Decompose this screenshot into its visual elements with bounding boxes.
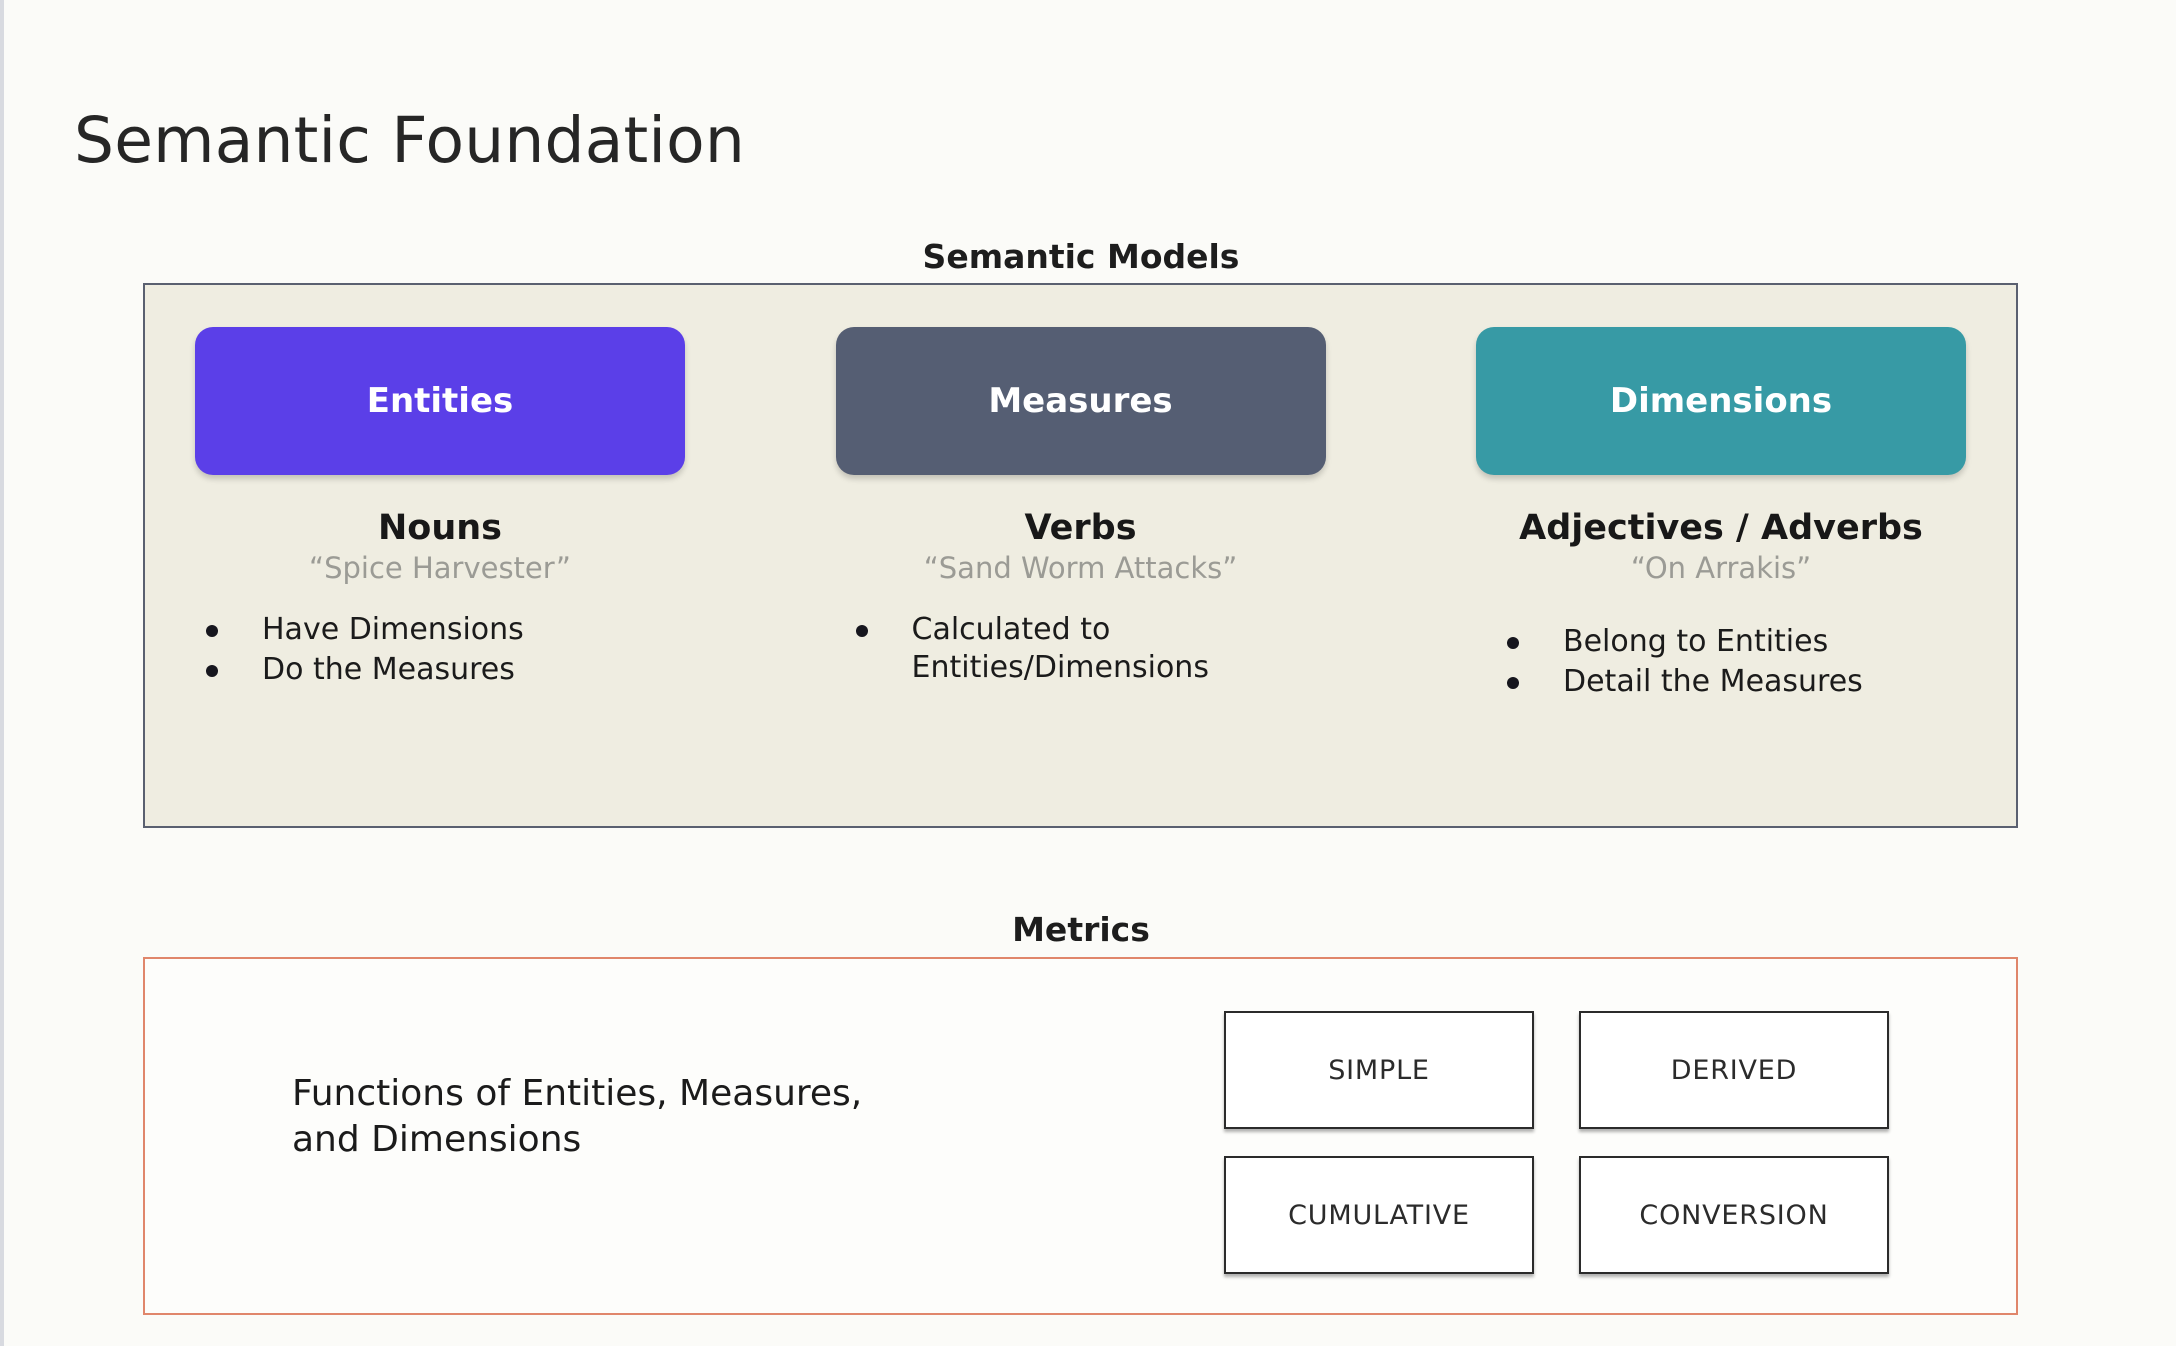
list-item: Belong to Entities bbox=[1507, 623, 1997, 661]
semantic-models-heading: Semantic Models bbox=[922, 237, 1240, 276]
measures-pill[interactable]: Measures bbox=[835, 327, 1326, 475]
list-item-label: Do the Measures bbox=[262, 652, 515, 688]
list-item: Detail the Measures bbox=[1507, 663, 1997, 701]
dimensions-pill[interactable]: Dimensions bbox=[1476, 327, 1966, 475]
bullet-dot-icon bbox=[1507, 677, 1519, 690]
semantic-models-panel: Entities Nouns “Spice Harvester” Have Di… bbox=[143, 283, 2018, 828]
list-item: Calculated to Entities/Dimensions bbox=[855, 611, 1346, 688]
entities-example: “Spice Harvester” bbox=[309, 550, 571, 585]
measures-example: “Sand Worm Attacks” bbox=[923, 550, 1238, 585]
list-item-label: Belong to Entities bbox=[1563, 623, 1829, 659]
semantic-models-columns: Entities Nouns “Spice Harvester” Have Di… bbox=[145, 285, 2016, 826]
list-item-label: Calculated to Entities/Dimensions bbox=[911, 611, 1209, 686]
list-item-label: Detail the Measures bbox=[1563, 664, 1863, 700]
dimensions-part-of-speech: Adjectives / Adverbs bbox=[1519, 508, 1923, 548]
semantic-column-dimensions: Dimensions Adjectives / Adverbs “On Arra… bbox=[1476, 327, 1966, 826]
list-item-label: Have Dimensions bbox=[262, 611, 524, 647]
list-item: Have Dimensions bbox=[206, 611, 696, 649]
bullet-dot-icon bbox=[206, 665, 218, 678]
metrics-heading: Metrics bbox=[1012, 910, 1150, 949]
measures-bullet-list: Calculated to Entities/Dimensions bbox=[816, 611, 1346, 690]
semantic-column-measures: Measures Verbs “Sand Worm Attacks” Calcu… bbox=[835, 327, 1326, 826]
measures-part-of-speech: Verbs bbox=[1024, 508, 1137, 548]
semantic-column-entities: Entities Nouns “Spice Harvester” Have Di… bbox=[195, 327, 685, 826]
metrics-type-grid: SIMPLE DERIVED CUMULATIVE CONVERSION bbox=[1224, 1011, 1889, 1274]
metric-type-cumulative[interactable]: CUMULATIVE bbox=[1224, 1156, 1534, 1274]
left-edge-strip bbox=[0, 0, 4, 1346]
metric-type-simple[interactable]: SIMPLE bbox=[1224, 1011, 1534, 1129]
entities-part-of-speech: Nouns bbox=[377, 508, 502, 548]
dimensions-bullet-list: Belong to Entities Detail the Measures bbox=[1445, 623, 1997, 704]
page-title: Semantic Foundation bbox=[74, 104, 745, 178]
entities-bullet-list: Have Dimensions Do the Measures bbox=[184, 611, 696, 692]
dimensions-example: “On Arrakis” bbox=[1630, 550, 1812, 585]
bullet-dot-icon bbox=[1507, 636, 1519, 649]
metrics-panel: Functions of Entities, Measures, and Dim… bbox=[143, 957, 2018, 1315]
metric-type-derived[interactable]: DERIVED bbox=[1579, 1011, 1889, 1129]
bullet-dot-icon bbox=[855, 624, 868, 637]
metrics-description: Functions of Entities, Measures, and Dim… bbox=[292, 1073, 863, 1161]
metric-type-conversion[interactable]: CONVERSION bbox=[1579, 1156, 1889, 1274]
bullet-dot-icon bbox=[206, 624, 218, 637]
list-item: Do the Measures bbox=[206, 651, 696, 689]
entities-pill[interactable]: Entities bbox=[195, 327, 685, 475]
